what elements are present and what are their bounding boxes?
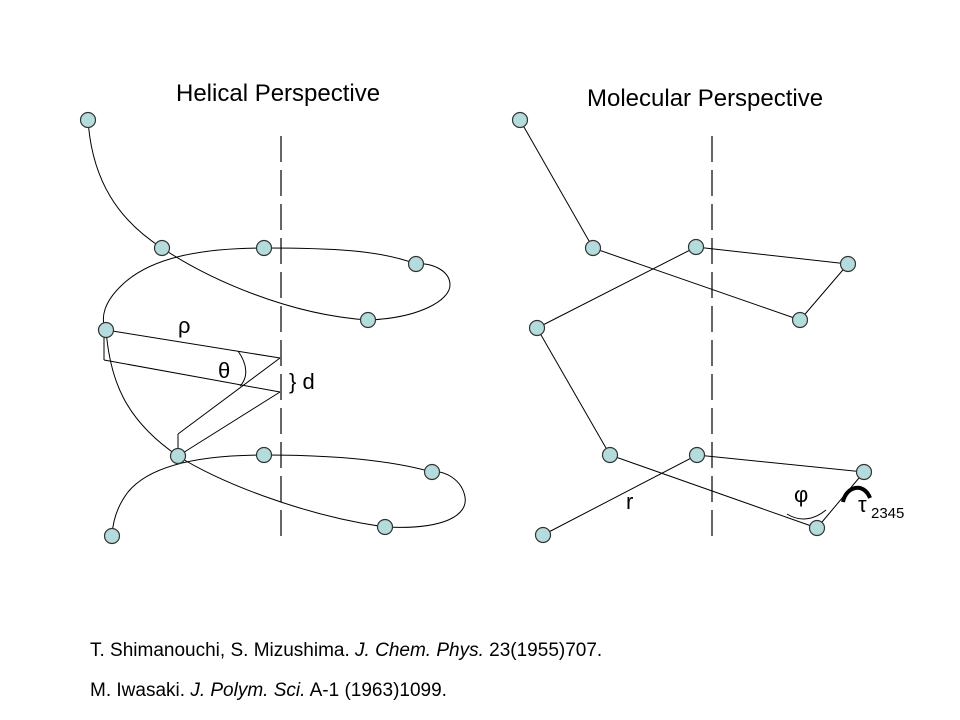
atom-node <box>103 527 121 545</box>
atom-node <box>153 239 171 257</box>
atom-node <box>376 518 394 536</box>
atom-node <box>584 239 602 257</box>
atom-node <box>255 446 273 464</box>
atom-node <box>528 319 546 337</box>
left-construction-lines <box>103 329 281 457</box>
right-nodes <box>511 111 873 544</box>
bond-length-r-label: r <box>626 489 633 514</box>
left-nodes <box>79 111 441 545</box>
atom-node <box>511 111 529 129</box>
atom-node <box>688 446 706 464</box>
atom-node <box>407 255 425 273</box>
torsion-arrow-icon <box>841 486 872 503</box>
atom-node <box>601 446 619 464</box>
phi-label: φ <box>794 482 808 507</box>
atom-node <box>359 311 377 329</box>
ref-journal: J. Polym. Sci. <box>190 680 306 701</box>
right-molecular-chain <box>519 119 865 536</box>
atom-node <box>169 447 187 465</box>
atom-node <box>687 238 705 256</box>
atom-node <box>855 463 873 481</box>
phi-arc <box>786 509 827 520</box>
reference-2: M. Iwasaki. J. Polym. Sci. A-1 (1963)109… <box>90 676 602 716</box>
atom-node <box>79 111 97 129</box>
tau-label: τ <box>858 492 867 517</box>
tau-subscript: 2345 <box>871 505 904 522</box>
atom-node <box>534 526 552 544</box>
atom-node <box>808 519 826 537</box>
reference-1: T. Shimanouchi, S. Mizushima. J. Chem. P… <box>90 636 602 676</box>
theta-label: θ <box>218 358 230 383</box>
theta-arc <box>237 350 247 387</box>
atom-node <box>423 463 441 481</box>
atom-node <box>97 321 115 339</box>
ref-journal: J. Chem. Phys. <box>355 640 484 661</box>
helical-perspective-title: Helical Perspective <box>176 80 380 107</box>
ref-details: A-1 (1963)1099. <box>309 680 447 701</box>
atom-node <box>839 255 857 273</box>
atom-node <box>255 239 273 257</box>
ref-details: 23(1955)707. <box>489 640 603 661</box>
references: T. Shimanouchi, S. Mizushima. J. Chem. P… <box>90 636 602 716</box>
ref-authors: T. Shimanouchi, S. Mizushima. <box>90 640 350 661</box>
rho-label: ρ <box>178 313 191 338</box>
pitch-d-label: } d <box>289 369 315 394</box>
ref-authors: M. Iwasaki. <box>90 680 186 701</box>
molecular-perspective-title: Molecular Perspective <box>587 85 823 112</box>
left-helix-curve <box>87 119 466 536</box>
atom-node <box>791 311 809 329</box>
